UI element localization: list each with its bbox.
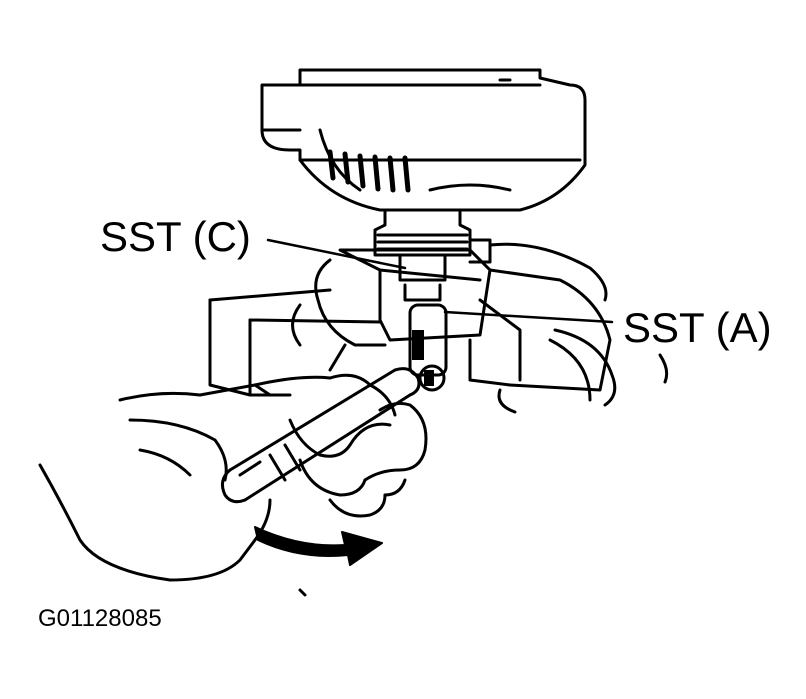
alternator-body (262, 70, 585, 210)
pulley-shaft (375, 210, 490, 280)
sst-c-label: SST (C) (100, 213, 251, 260)
figure-id: G01128085 (38, 605, 162, 632)
right-hand (490, 244, 667, 412)
sst-a-socket (405, 285, 446, 390)
sst-a-label: SST (A) (623, 304, 772, 351)
leader-line-sst-c (268, 240, 405, 268)
wrench-hand (40, 375, 426, 595)
leader-line-sst-a (445, 312, 612, 322)
wrench-handle (222, 369, 419, 502)
left-hand (293, 260, 386, 370)
sst-c-tool (340, 250, 490, 340)
rotation-direction-arrow (255, 527, 382, 565)
